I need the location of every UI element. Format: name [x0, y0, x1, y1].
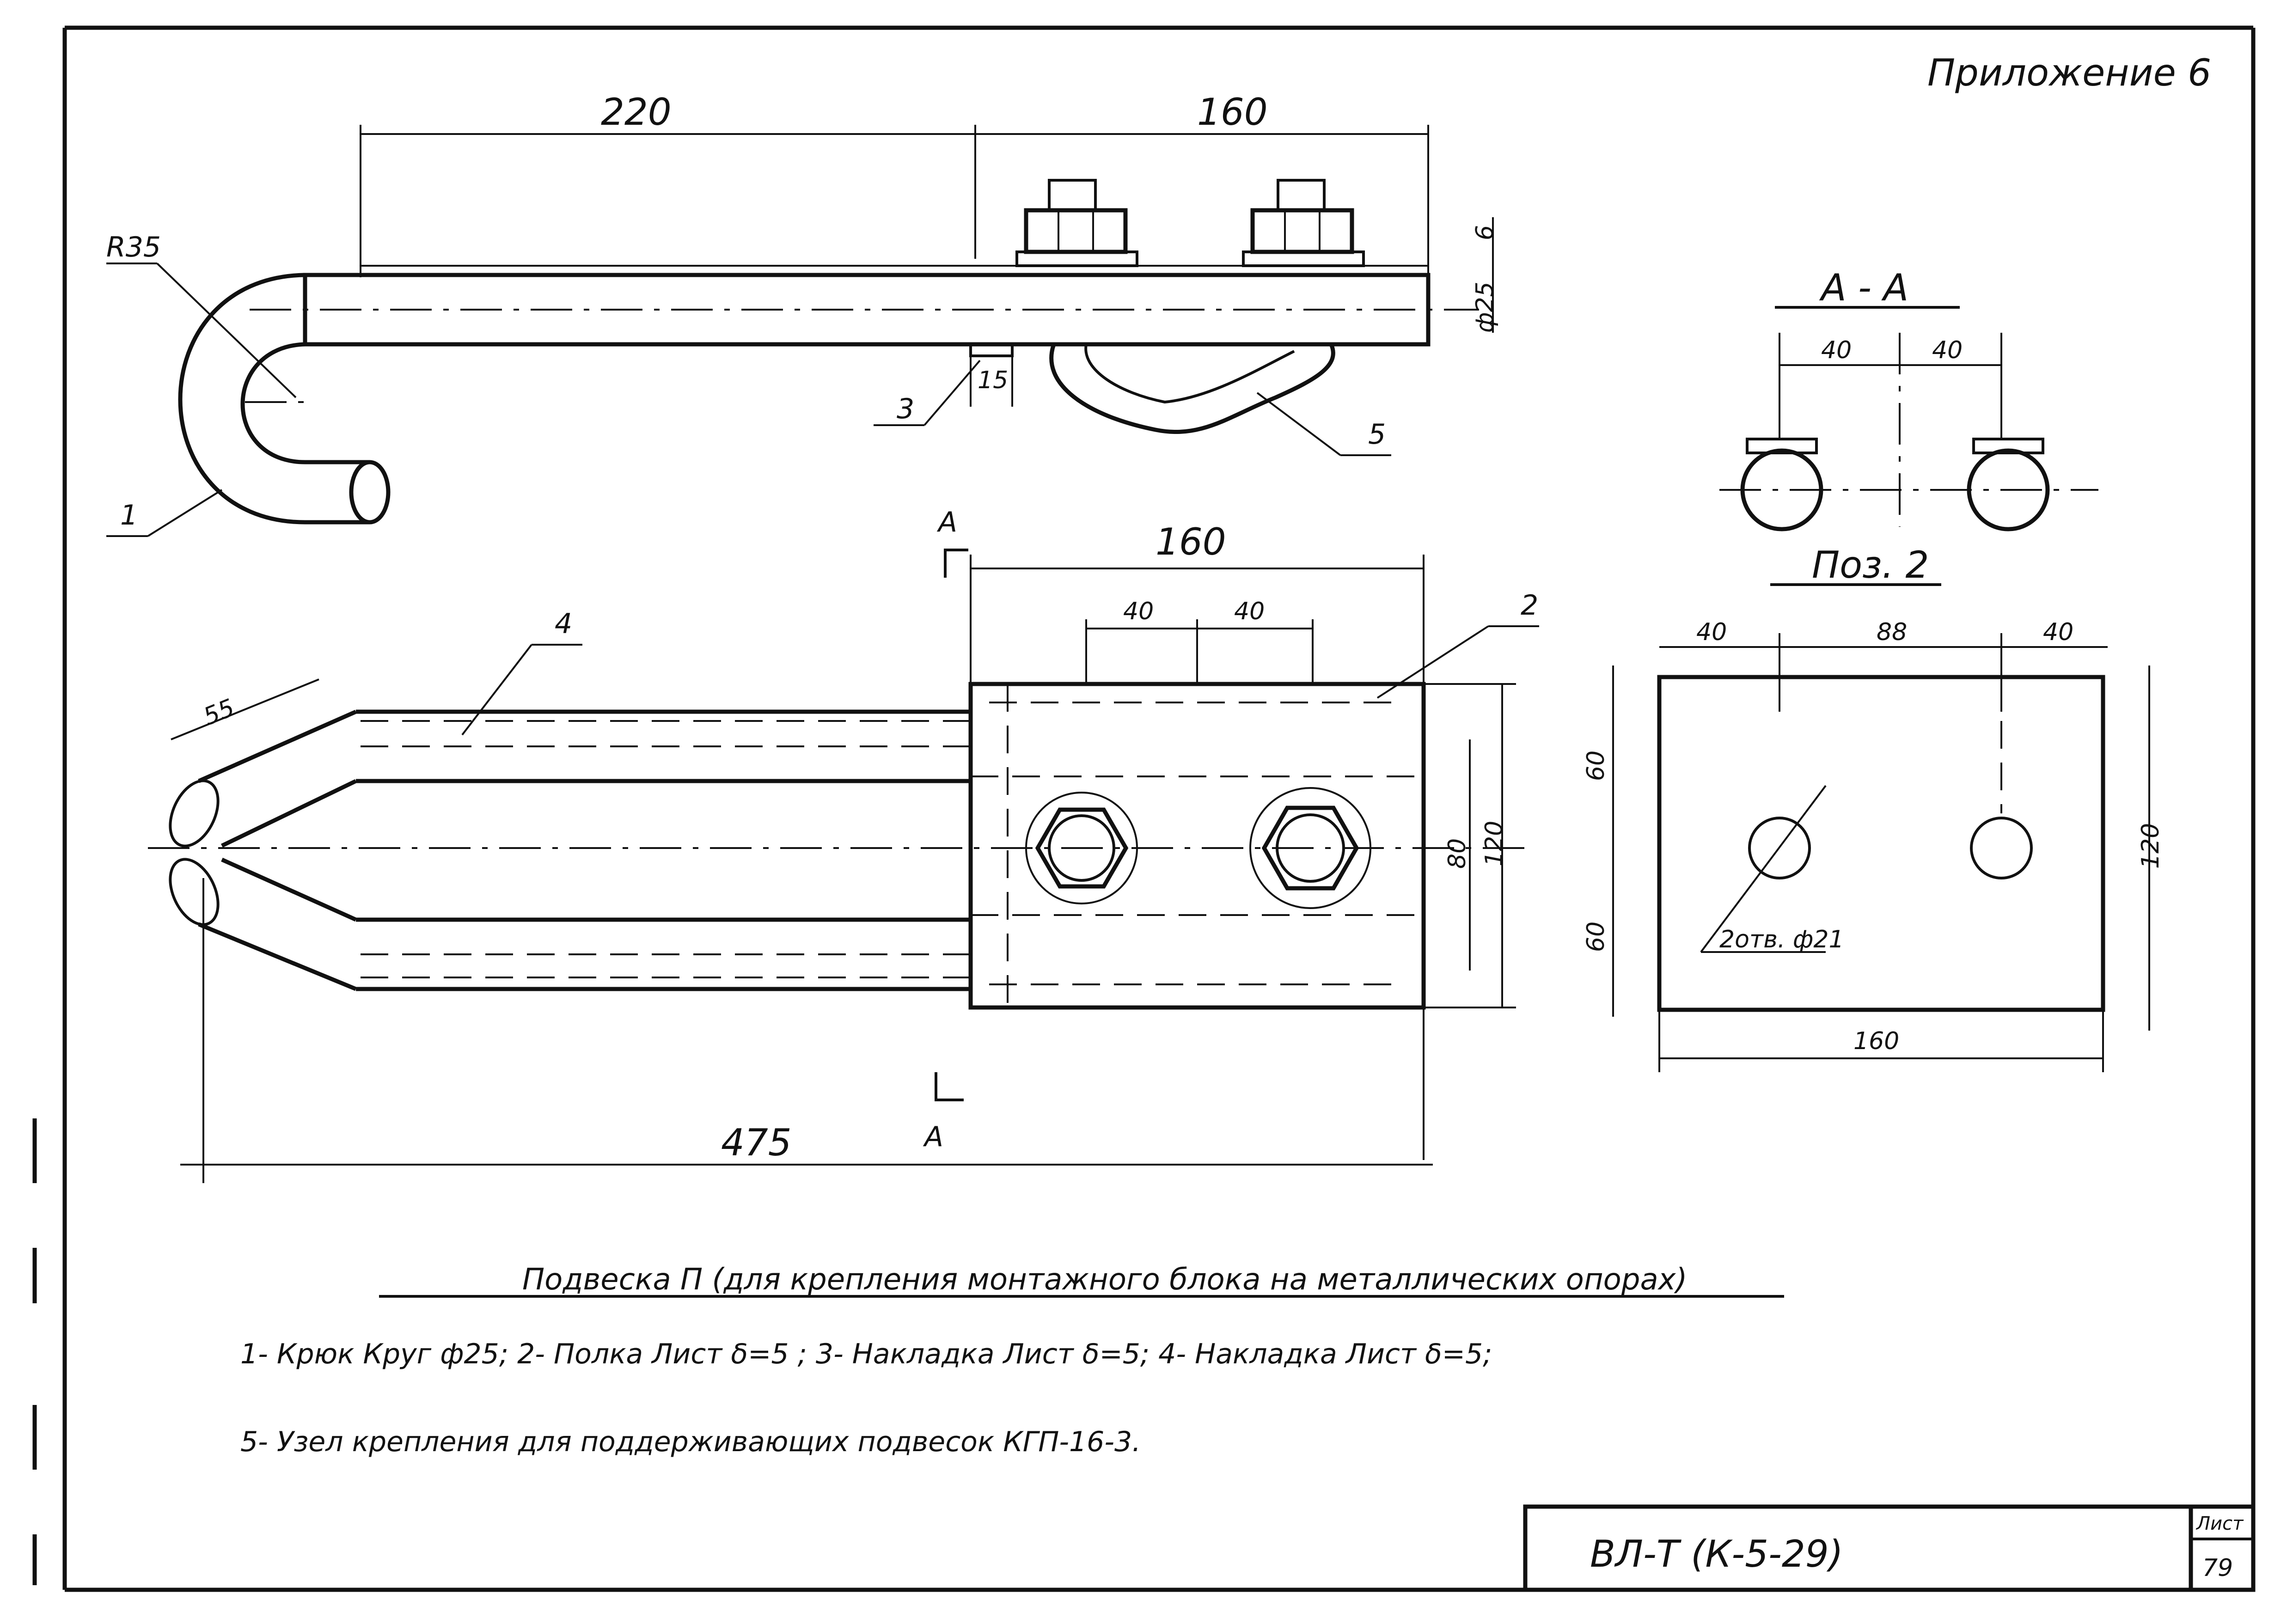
nut-bolt-2 [1242, 179, 1365, 267]
notes-block: Подвеска П (для крепления монтажного бло… [240, 1263, 1784, 1458]
pos2-dim-right: 120 [2137, 823, 2165, 869]
dim-plate-160: 160 [1156, 520, 1226, 563]
callout-4: 4 [555, 608, 572, 640]
pos2-view: Поз. 2 40 88 40 60 60 120 160 2отв. ф21 [1582, 543, 2165, 1072]
pos2-title: Поз. 2 [1812, 543, 1929, 586]
notes-line-1: 1- Крюк Круг ф25; 2- Полка Лист δ=5 ; 3-… [240, 1338, 1492, 1370]
side-view: 220 160 R35 6 ф2 [106, 91, 1499, 537]
section-aa: А - А 40 40 [1719, 266, 2098, 531]
pos2-hole-1 [1748, 817, 1811, 879]
pos2-hole-2 [1970, 817, 2033, 879]
pos2-dim-top-right: 40 [2043, 618, 2073, 646]
notes-line-2: 5- Узел крепления для поддерживающих под… [240, 1426, 1141, 1458]
pos2-dim-top-left: 40 [1696, 618, 1727, 646]
sheet-frame [32, 25, 2256, 1592]
radius-label: R35 [106, 231, 161, 263]
pos2-dim-left-lower: 60 [1582, 922, 1610, 952]
pos2-dim-top-mid: 88 [1877, 618, 1907, 646]
appendix-label: Приложение 6 [1927, 51, 2211, 94]
nut-bolt-1 [1015, 179, 1138, 267]
dim-outer-120: 120 [1480, 821, 1508, 867]
dim-220: 220 [601, 91, 672, 134]
section-aa-title: А - А [1819, 266, 1908, 309]
pos2-hole-note: 2отв. ф21 [1719, 926, 1844, 953]
callout-2: 2 [1521, 589, 1538, 622]
title-block: ВЛ-Т (К-5-29) Лист 79 [1523, 1504, 2256, 1592]
sheet-label: Лист [2195, 1513, 2244, 1534]
section-mark-top: А [936, 506, 957, 538]
notes-title: Подвеска П (для крепления монтажного бло… [522, 1263, 1688, 1297]
dim-hole-40-b: 40 [1234, 598, 1265, 625]
pos2-dim-left-upper: 60 [1582, 751, 1610, 781]
diameter-label: ф25 [1471, 281, 1499, 333]
dim-hole-40-a: 40 [1123, 598, 1154, 625]
callout-1: 1 [120, 499, 138, 531]
pad-width-label: 15 [978, 366, 1008, 394]
callout-5: 5 [1368, 418, 1386, 451]
section-aa-dim-right: 40 [1932, 336, 1963, 364]
dim-total-475: 475 [721, 1121, 792, 1164]
sheet-number: 79 [2202, 1554, 2233, 1582]
dim-inner-80: 80 [1443, 838, 1471, 869]
thickness-label: 6 [1471, 225, 1499, 240]
plan-view: А А 160 40 40 [148, 506, 1539, 1183]
sheet-code: ВЛ-Т (К-5-29) [1590, 1532, 1843, 1575]
section-aa-dim-left: 40 [1821, 336, 1852, 364]
dim-160-top: 160 [1197, 91, 1268, 134]
pos2-dim-bottom: 160 [1853, 1027, 1899, 1055]
callout-3-label: 3 [897, 393, 914, 425]
section-mark-bottom: А [923, 1121, 943, 1153]
